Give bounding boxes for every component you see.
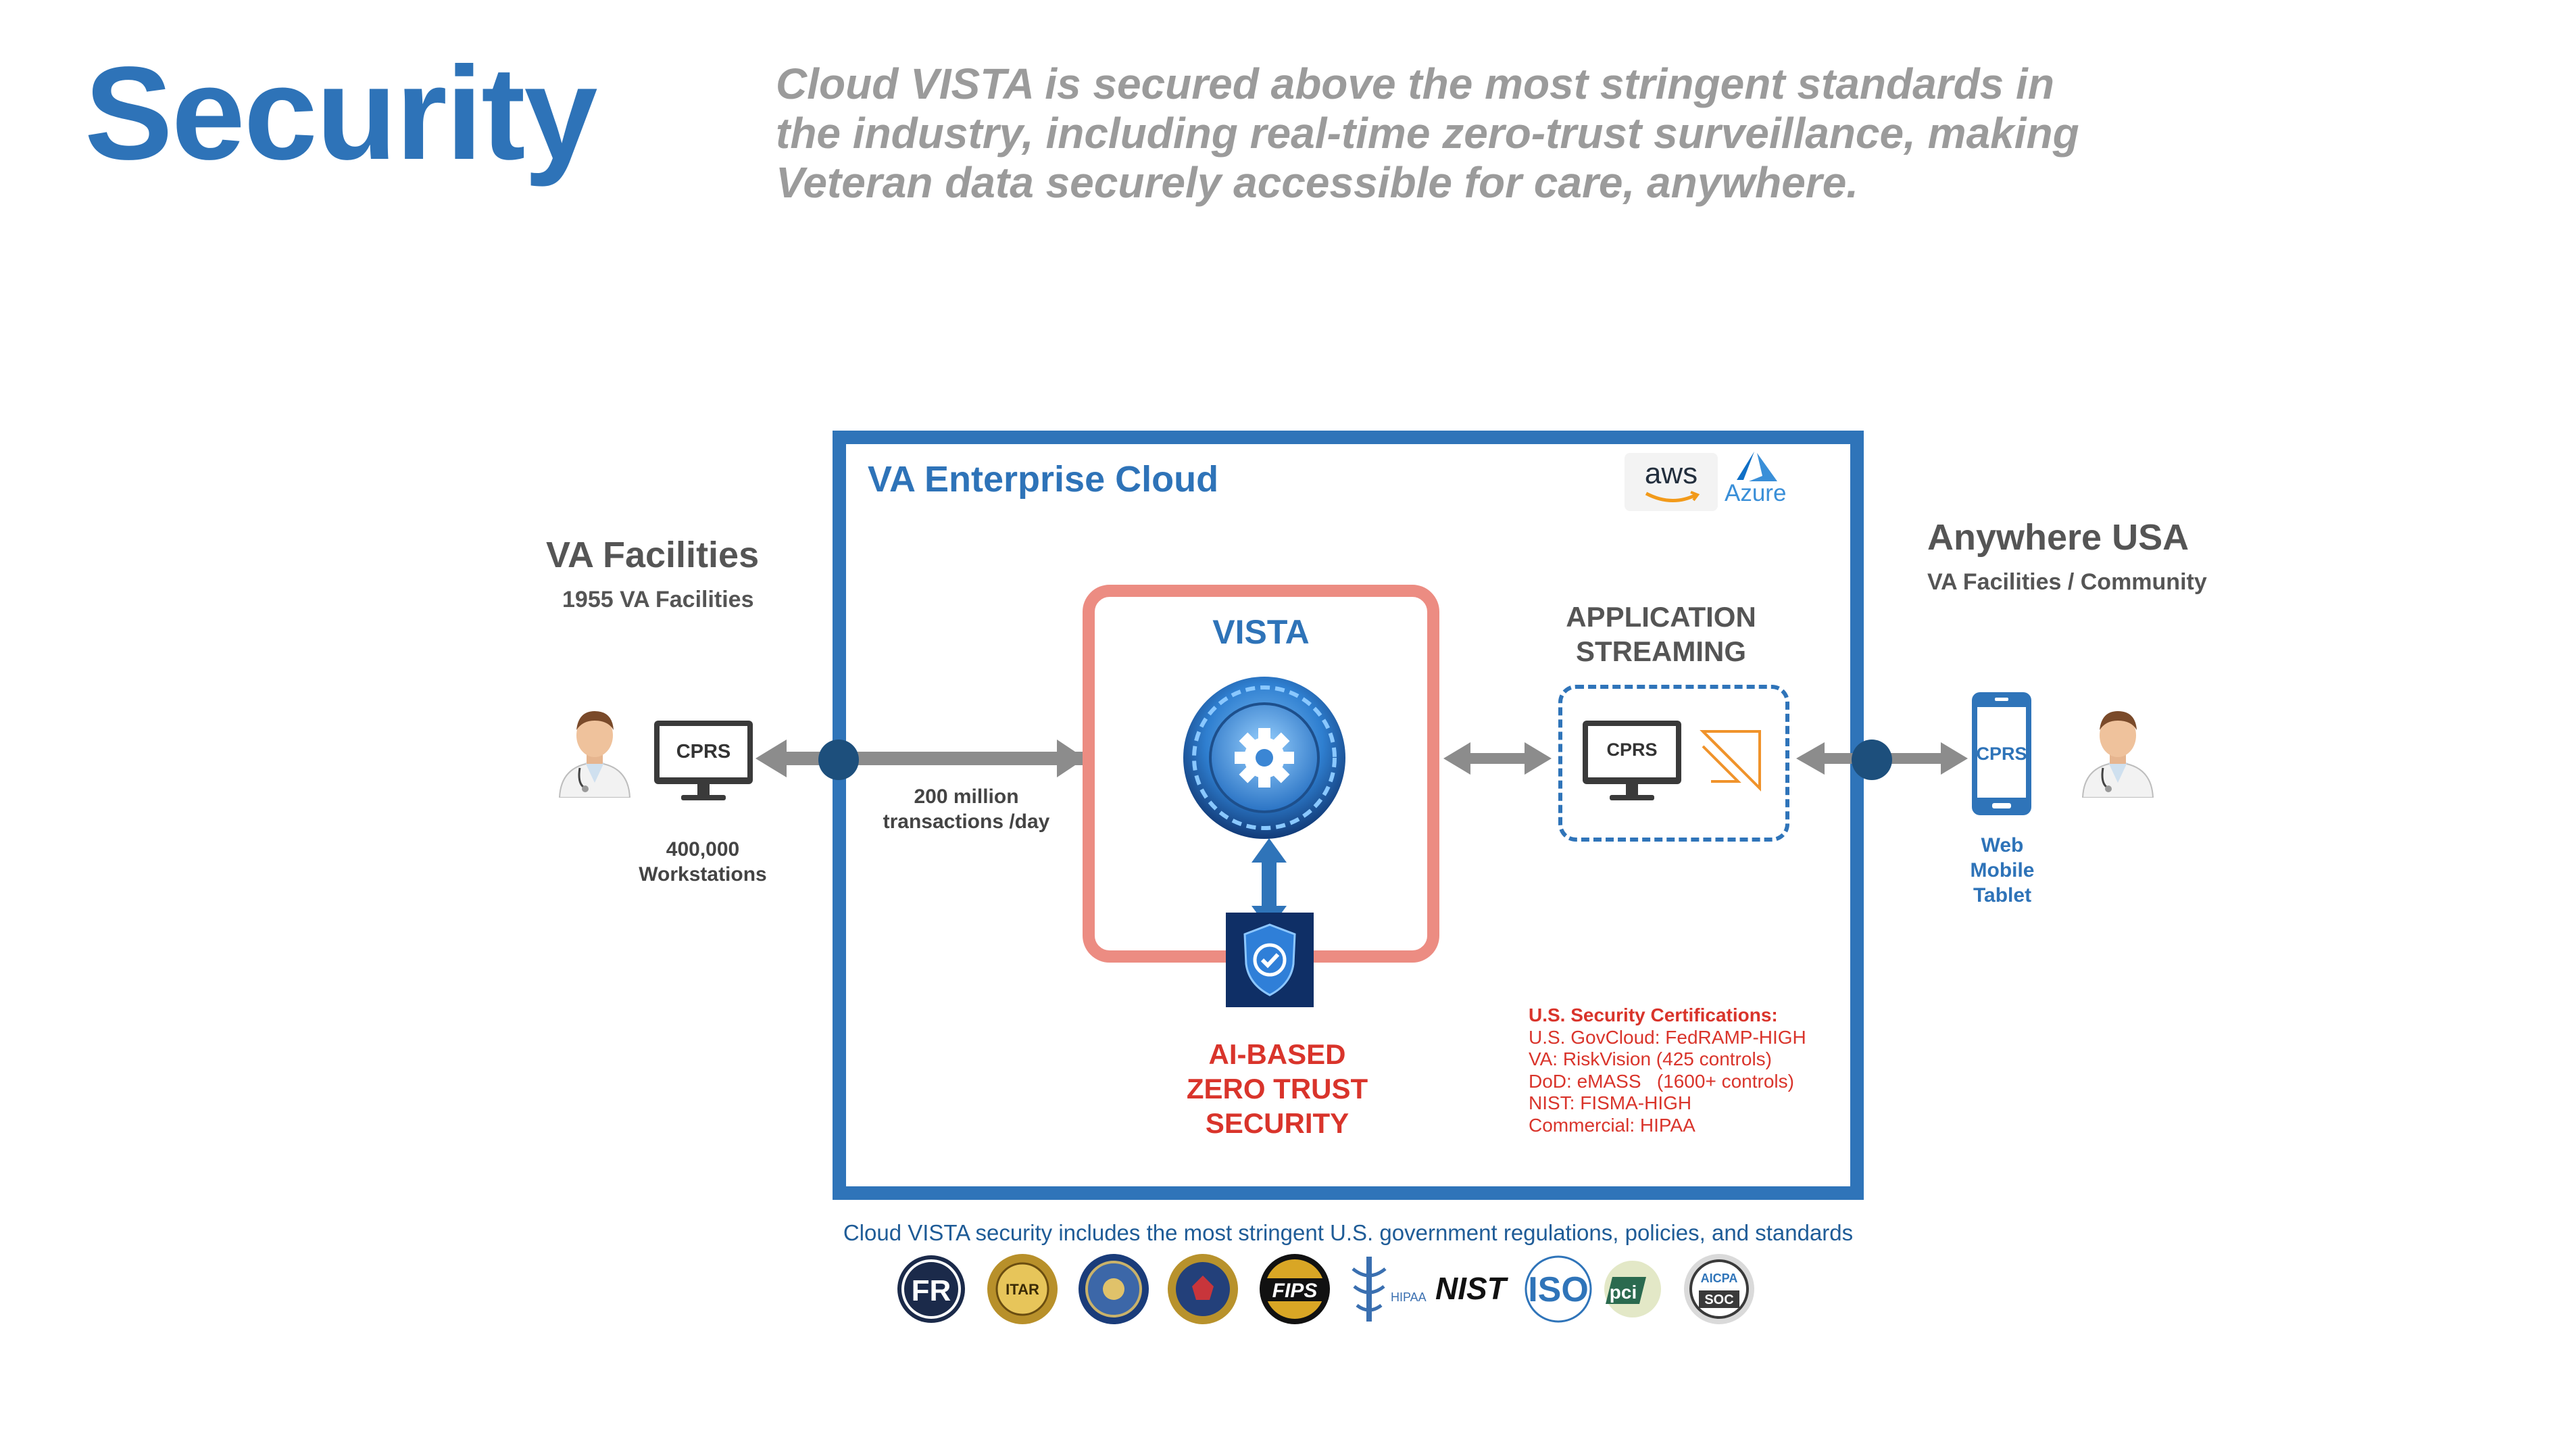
- enterprise-cloud-title: VA Enterprise Cloud: [868, 459, 1219, 500]
- fips-logo: FIPS: [1260, 1254, 1330, 1324]
- workstations-value: 400,000: [666, 838, 740, 861]
- page-subtitle: Cloud VISTA is secured above the most st…: [776, 59, 2079, 207]
- footer-text: Cloud VISTA security includes the most s…: [843, 1220, 1854, 1245]
- pci-logo: pci: [1604, 1261, 1661, 1317]
- device-mobile: Mobile: [1970, 859, 2035, 881]
- svg-text:pci: pci: [1610, 1282, 1637, 1303]
- page-title: Security: [84, 39, 597, 187]
- certification-item: NIST: FISMA-HIGH: [1529, 1092, 1692, 1113]
- phone-icon: [1972, 692, 2031, 815]
- doctor-icon: [558, 711, 631, 798]
- enterprise-cloud-box: [833, 431, 1864, 1200]
- doj-seal-logo: [1168, 1254, 1238, 1324]
- nist-logo: NIST: [1435, 1271, 1509, 1306]
- svg-text:HIPAA: HIPAA: [1391, 1290, 1427, 1304]
- zero-trust-line-1: AI-BASED: [1208, 1038, 1346, 1070]
- va-facilities-count: 1955 VA Facilities: [562, 587, 754, 612]
- certifications-list: U.S. Security Certifications: U.S. GovCl…: [1529, 1005, 1806, 1136]
- hipaa-logo: HIPAA: [1352, 1257, 1427, 1322]
- certification-item: Commercial: HIPAA: [1529, 1114, 1695, 1136]
- anywhere-usa-subheading: VA Facilities / Community: [1927, 569, 2207, 595]
- certification-item: U.S. GovCloud: FedRAMP-HIGH: [1529, 1026, 1806, 1048]
- device-web: Web: [1981, 834, 2024, 856]
- certifications-title: U.S. Security Certifications:: [1529, 1005, 1778, 1025]
- transactions-value: 200 million: [914, 785, 1019, 808]
- svg-text:ISO: ISO: [1528, 1270, 1589, 1309]
- appstream-icon: [1700, 730, 1761, 792]
- certification-item: DoD: eMASS (1600+ controls): [1529, 1070, 1794, 1092]
- shield-icon: [1226, 913, 1314, 1007]
- doctor-icon: [2081, 711, 2154, 798]
- svg-text:ITAR: ITAR: [1006, 1281, 1039, 1298]
- iso-logo: ISO: [1525, 1255, 1592, 1323]
- anywhere-usa-heading: Anywhere USA: [1927, 517, 2189, 558]
- svg-text:SOC: SOC: [1704, 1292, 1733, 1307]
- certification-item: VA: RiskVision (425 controls): [1529, 1048, 1772, 1069]
- va-facilities-heading: VA Facilities: [546, 535, 760, 575]
- monitor-icon: [654, 721, 753, 800]
- fedramp-logo: FR: [897, 1255, 965, 1323]
- svg-text:FR: FR: [912, 1274, 951, 1307]
- zero-trust-line-3: SECURITY: [1205, 1107, 1349, 1139]
- monitor-label: CPRS: [676, 741, 731, 763]
- phone-label: CPRS: [1976, 744, 2027, 764]
- zero-trust-line-2: ZERO TRUST: [1186, 1073, 1368, 1105]
- transactions-label: transactions /day: [883, 810, 1050, 833]
- vista-box: [1083, 585, 1439, 963]
- device-tablet: Tablet: [1973, 884, 2032, 906]
- azure-label: Azure: [1725, 480, 1787, 506]
- stream-monitor-icon: [1583, 721, 1681, 800]
- app-streaming-line-1: APPLICATION: [1566, 601, 1756, 633]
- vista-gear-icon: [1183, 677, 1345, 839]
- certification-logos: FR ITAR FIPS HIPAA NIST ISO pci AI: [897, 1254, 1754, 1324]
- aws-smile-icon: [1645, 491, 1700, 502]
- dod-seal-logo: [1079, 1254, 1149, 1324]
- app-streaming-box: [1558, 685, 1789, 842]
- vista-label: VISTA: [1212, 613, 1310, 651]
- aicpa-soc-logo: AICPA SOC: [1684, 1254, 1754, 1324]
- aws-logo: aws: [1625, 453, 1718, 511]
- stream-monitor-label: CPRS: [1606, 740, 1658, 760]
- azure-icon: [1737, 452, 1777, 481]
- itar-logo: ITAR: [987, 1254, 1058, 1324]
- svg-text:AICPA: AICPA: [1701, 1272, 1738, 1285]
- app-streaming-line-2: STREAMING: [1576, 635, 1746, 667]
- workstations-label: Workstations: [639, 863, 767, 886]
- svg-text:FIPS: FIPS: [1272, 1280, 1318, 1302]
